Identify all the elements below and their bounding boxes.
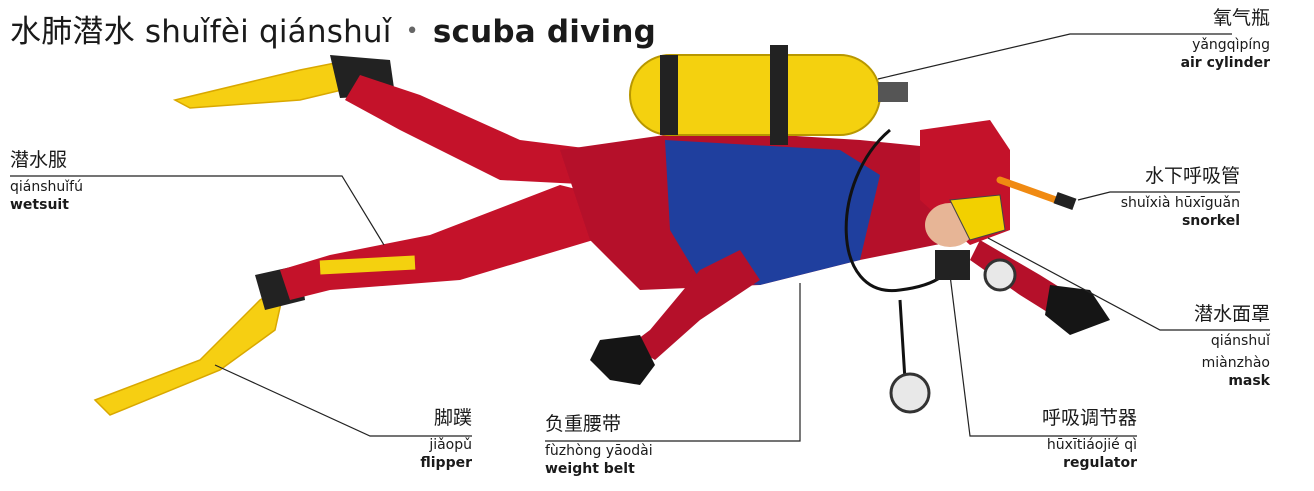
weight-belt-zh: 负重腰带 [545, 414, 653, 439]
front-flipper-image [95, 265, 305, 415]
label-flipper: 脚蹼 jiǎopǔ flipper [420, 408, 472, 471]
label-regulator: 呼吸调节器 hūxītiáojié qì regulator [1042, 408, 1137, 471]
wetsuit-pinyin: qiánshuǐfú [10, 179, 83, 195]
wetsuit-en: wetsuit [10, 197, 83, 213]
flipper-en: flipper [420, 455, 472, 471]
wetsuit-zh: 潜水服 [10, 150, 83, 175]
regulator-pinyin: hūxītiáojié qì [1042, 437, 1137, 453]
label-weight-belt: 负重腰带 fùzhòng yāodài weight belt [545, 414, 653, 477]
mask-en: mask [1194, 373, 1270, 389]
label-mask: 潜水面罩 qiánshuǐ miànzhào mask [1194, 304, 1270, 389]
back-leg-image [345, 75, 600, 185]
weight-belt-pinyin: fùzhòng yāodài [545, 443, 653, 459]
air-cylinder-en: air cylinder [1181, 55, 1270, 71]
snorkel-en: snorkel [1121, 213, 1240, 229]
regulator-en: regulator [1042, 455, 1137, 471]
snorkel-zh: 水下呼吸管 [1121, 166, 1240, 191]
air-cylinder-zh: 氧气瓶 [1181, 8, 1270, 33]
air-cylinder-image [630, 45, 908, 145]
mask-pinyin-2: miànzhào [1194, 355, 1270, 371]
air-cylinder-pinyin: yǎngqìpíng [1181, 37, 1270, 53]
front-leg-image [280, 185, 610, 300]
air-cylinder-leader [878, 34, 1232, 79]
label-snorkel: 水下呼吸管 shuǐxià hūxīguǎn snorkel [1121, 166, 1240, 229]
label-wetsuit: 潜水服 qiánshuǐfú wetsuit [10, 150, 83, 213]
label-air-cylinder: 氧气瓶 yǎngqìpíng air cylinder [1181, 8, 1270, 71]
regulator-zh: 呼吸调节器 [1042, 408, 1137, 433]
mask-pinyin: qiánshuǐ [1194, 333, 1270, 349]
weight-belt-en: weight belt [545, 461, 653, 477]
snorkel-pinyin: shuǐxià hūxīguǎn [1121, 195, 1240, 211]
flipper-zh: 脚蹼 [420, 408, 472, 433]
flipper-pinyin: jiǎopǔ [420, 437, 472, 453]
front-glove-image [1045, 285, 1110, 335]
mask-zh: 潜水面罩 [1194, 304, 1270, 329]
snorkel-image [1000, 180, 1076, 210]
